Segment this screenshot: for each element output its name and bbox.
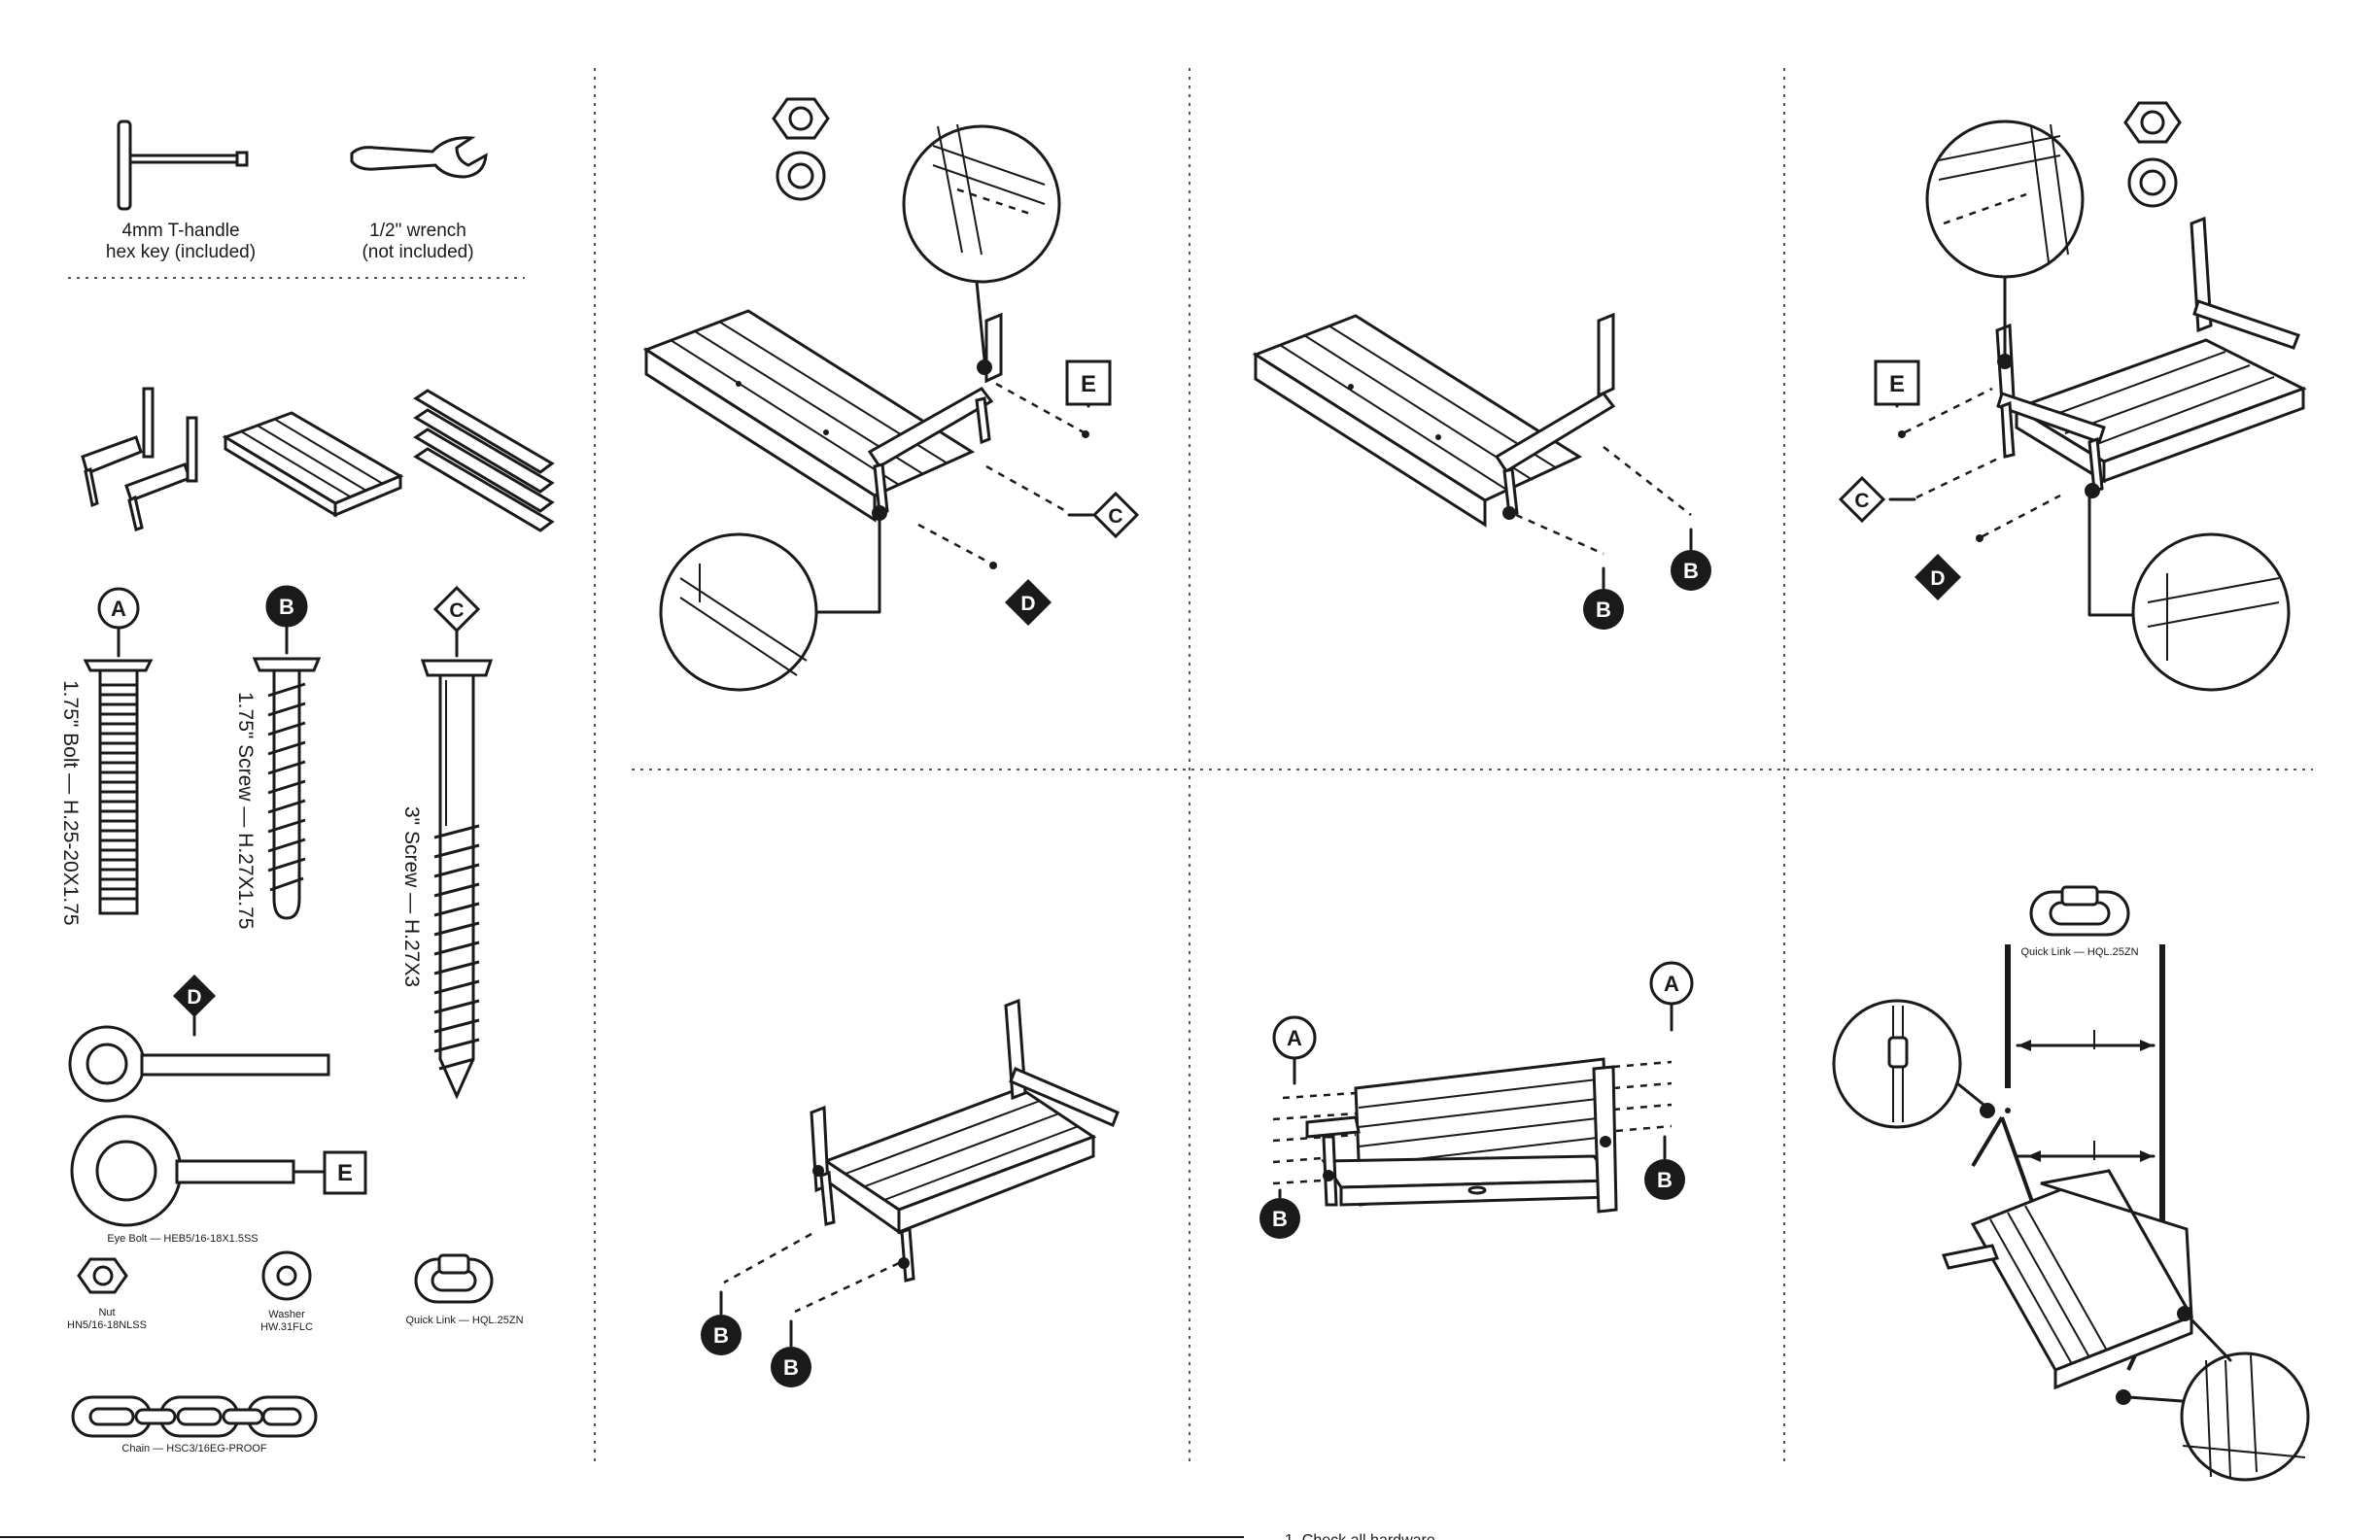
svg-text:B: B	[783, 1355, 799, 1380]
svg-text:E: E	[1889, 371, 1905, 397]
step6-detail-top	[1832, 999, 2011, 1129]
screw-c-illustration	[420, 659, 494, 1100]
step6-detail-bottom	[2126, 1315, 2310, 1482]
svg-text:B: B	[1657, 1168, 1673, 1192]
svg-text:E: E	[1081, 371, 1096, 397]
step5-callout-b-right: B	[1644, 1135, 1685, 1200]
step1-detail-bottom	[659, 511, 881, 692]
step2-bench-seat	[1252, 314, 1583, 528]
screw-b-label: 1.75" Screw — H.27X1.75	[234, 692, 257, 929]
bolt-a-label: 1.75" Bolt — H.25-20X1.75	[59, 680, 82, 926]
eye-bolt-label: Eye Bolt — HEB5/16-18X1.5SS	[107, 1233, 258, 1245]
quick-link-label: Quick Link — HQL.25ZN	[405, 1315, 523, 1326]
badge-b: B	[265, 585, 308, 655]
svg-text:A: A	[111, 597, 126, 621]
footer-text: 1. Check all hardware	[1285, 1532, 1435, 1540]
hex-key-label-line1: 4mm T-handle	[121, 221, 239, 241]
step3-callout-e: E	[1874, 359, 1993, 438]
step3-callout-d: D	[1914, 494, 2061, 600]
panel-separators	[0, 68, 2313, 1538]
step3-detail-bottom	[2087, 494, 2291, 692]
eye-bolt-d-illustration	[68, 1025, 330, 1103]
step5-callout-a-right: A	[1649, 961, 1694, 1032]
step5-callout-b-left: B	[1259, 1188, 1300, 1239]
svg-text:B: B	[279, 595, 294, 619]
step1-nut-washer	[772, 97, 830, 201]
wrench-illustration	[350, 136, 488, 179]
parts-back-slats	[413, 389, 555, 532]
step1-detail-top	[902, 123, 1061, 361]
step4-callout-b-left: B	[701, 1232, 812, 1355]
step4-bench	[810, 998, 1120, 1283]
step2-side-frame	[1494, 312, 1616, 520]
svg-text:D: D	[1020, 593, 1035, 615]
washer-label-line2: HW.31FLC	[260, 1321, 313, 1333]
parts-side-frames	[81, 387, 198, 531]
screw-b-illustration	[252, 657, 322, 920]
bolt-a-illustration	[83, 659, 154, 915]
hex-key-illustration	[117, 120, 249, 211]
chain-label: Chain — HSC3/16EG-PROOF	[121, 1443, 266, 1454]
badge-a: A	[97, 587, 140, 658]
step1-callout-c: C	[985, 464, 1140, 539]
step1-bench-seat	[642, 309, 976, 523]
step1-callout-e: E	[995, 359, 1112, 438]
step3-bench	[1995, 216, 2307, 498]
step6-quick-link-label: Quick Link — HQL.25ZN	[2020, 946, 2138, 958]
svg-text:C: C	[449, 599, 464, 622]
eye-bolt-e-illustration	[70, 1114, 295, 1227]
svg-text:B: B	[1683, 559, 1699, 583]
step4-callout-b-right: B	[771, 1261, 900, 1387]
hex-key-label-line2: hex key (included)	[106, 242, 256, 262]
screw-c-label: 3" Screw — H.27X3	[400, 806, 423, 987]
badge-e: E	[293, 1150, 367, 1195]
svg-text:B: B	[713, 1323, 729, 1348]
svg-text:A: A	[1287, 1026, 1302, 1050]
step2-callout-b-right: B	[1603, 446, 1711, 591]
step1-callout-d: D	[917, 523, 1052, 626]
step3-detail-top	[1925, 120, 2085, 357]
washer-label-line1: Washer	[268, 1309, 305, 1320]
step5-bench-front	[1305, 1057, 1618, 1214]
chain-illustration	[71, 1395, 318, 1438]
badge-d: D	[173, 975, 216, 1037]
svg-text:E: E	[337, 1160, 353, 1186]
svg-text:C: C	[1854, 490, 1869, 512]
svg-text:B: B	[1596, 598, 1611, 622]
wrench-label-line2: (not included)	[362, 242, 473, 262]
step2-callout-b-left: B	[1515, 513, 1624, 630]
svg-text:B: B	[1272, 1207, 1288, 1231]
nut-illustration	[77, 1257, 128, 1294]
step1-side-frame	[867, 312, 1003, 521]
svg-text:A: A	[1664, 972, 1679, 996]
step5-callout-a-left: A	[1272, 1015, 1317, 1085]
nut-label-line1: Nut	[98, 1307, 115, 1318]
nut-label-line2: HN5/16-18NLSS	[67, 1319, 147, 1331]
step6-swing-bench	[1941, 1169, 2194, 1405]
svg-text:D: D	[187, 986, 201, 1009]
parts-seat-assembly	[222, 411, 404, 518]
step5-dash-lines	[1272, 1060, 1673, 1185]
step3-callout-c: C	[1838, 455, 2003, 524]
wrench-label-line1: 1/2" wrench	[369, 221, 466, 241]
quick-link-illustration	[414, 1253, 494, 1304]
step3-nut-washer	[2123, 101, 2182, 208]
svg-text:C: C	[1108, 505, 1122, 528]
badge-c: C	[432, 585, 481, 658]
svg-text:D: D	[1930, 567, 1945, 590]
step6-quick-link	[2029, 885, 2130, 937]
washer-illustration	[261, 1250, 312, 1301]
